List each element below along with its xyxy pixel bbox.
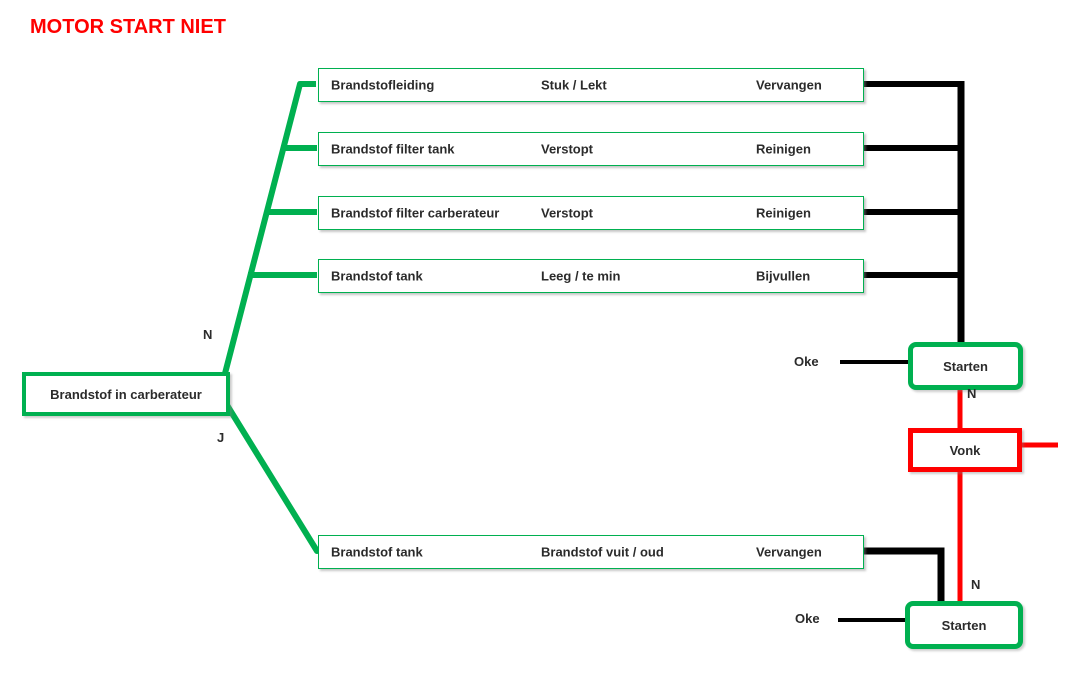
check-row-brandstofleiding: Brandstofleiding Stuk / Lekt Vervangen xyxy=(318,68,864,102)
check-problem: Stuk / Lekt xyxy=(541,77,607,93)
check-action: Reinigen xyxy=(756,141,811,157)
check-problem: Verstopt xyxy=(541,141,594,157)
oke-label-starten-1: Oke xyxy=(794,354,819,369)
check-action: Vervangen xyxy=(756,544,822,560)
check-component: Brandstofleiding xyxy=(331,77,435,93)
check-row-brandstof-filter-tank: Brandstof filter tank Verstopt Reinigen xyxy=(318,132,864,166)
branch-label-j-root: J xyxy=(217,430,225,445)
root-node-brandstof-in-carberateur: Brandstof in carberateur xyxy=(22,372,230,416)
check-problem: Leeg / te min xyxy=(541,268,621,284)
branch-label-n-starten-1: N xyxy=(967,386,977,401)
check-row-brandstof-tank: Brandstof tank Leeg / te min Bijvullen xyxy=(318,259,864,293)
check-action: Reinigen xyxy=(756,205,811,221)
check-component: Brandstof tank xyxy=(331,268,423,284)
check-action: Bijvullen xyxy=(756,268,811,284)
check-problem: Verstopt xyxy=(541,205,594,221)
connector-yes-check-to-starten-2 xyxy=(860,547,945,604)
vonk-node: Vonk xyxy=(908,428,1022,472)
root-node-label: Brandstof in carberateur xyxy=(50,386,202,402)
starten-node-2: Starten xyxy=(905,601,1023,649)
check-component: Brandstof filter tank xyxy=(331,141,455,157)
starten-node-label: Starten xyxy=(941,617,987,633)
check-action: Vervangen xyxy=(756,77,822,93)
connector-root-to-yes-check xyxy=(219,394,320,554)
connector-root-to-check-1 xyxy=(219,81,316,386)
branch-label-n-starten-2: N xyxy=(971,577,981,592)
check-row-brandstof-tank-vuil: Brandstof tank Brandstof vuit / oud Verv… xyxy=(318,535,864,569)
check-component: Brandstof filter carberateur xyxy=(331,205,500,221)
page-title: MOTOR START NIET xyxy=(30,16,226,38)
starten-node-label: Starten xyxy=(943,358,988,374)
vonk-node-label: Vonk xyxy=(949,442,981,458)
check-component: Brandstof tank xyxy=(331,544,423,560)
check-problem: Brandstof vuit / oud xyxy=(541,544,664,560)
oke-label-starten-2: Oke xyxy=(795,611,820,626)
branch-label-n-root: N xyxy=(203,327,213,342)
check-row-brandstof-filter-carberateur: Brandstof filter carberateur Verstopt Re… xyxy=(318,196,864,230)
starten-node-1: Starten xyxy=(908,342,1023,390)
